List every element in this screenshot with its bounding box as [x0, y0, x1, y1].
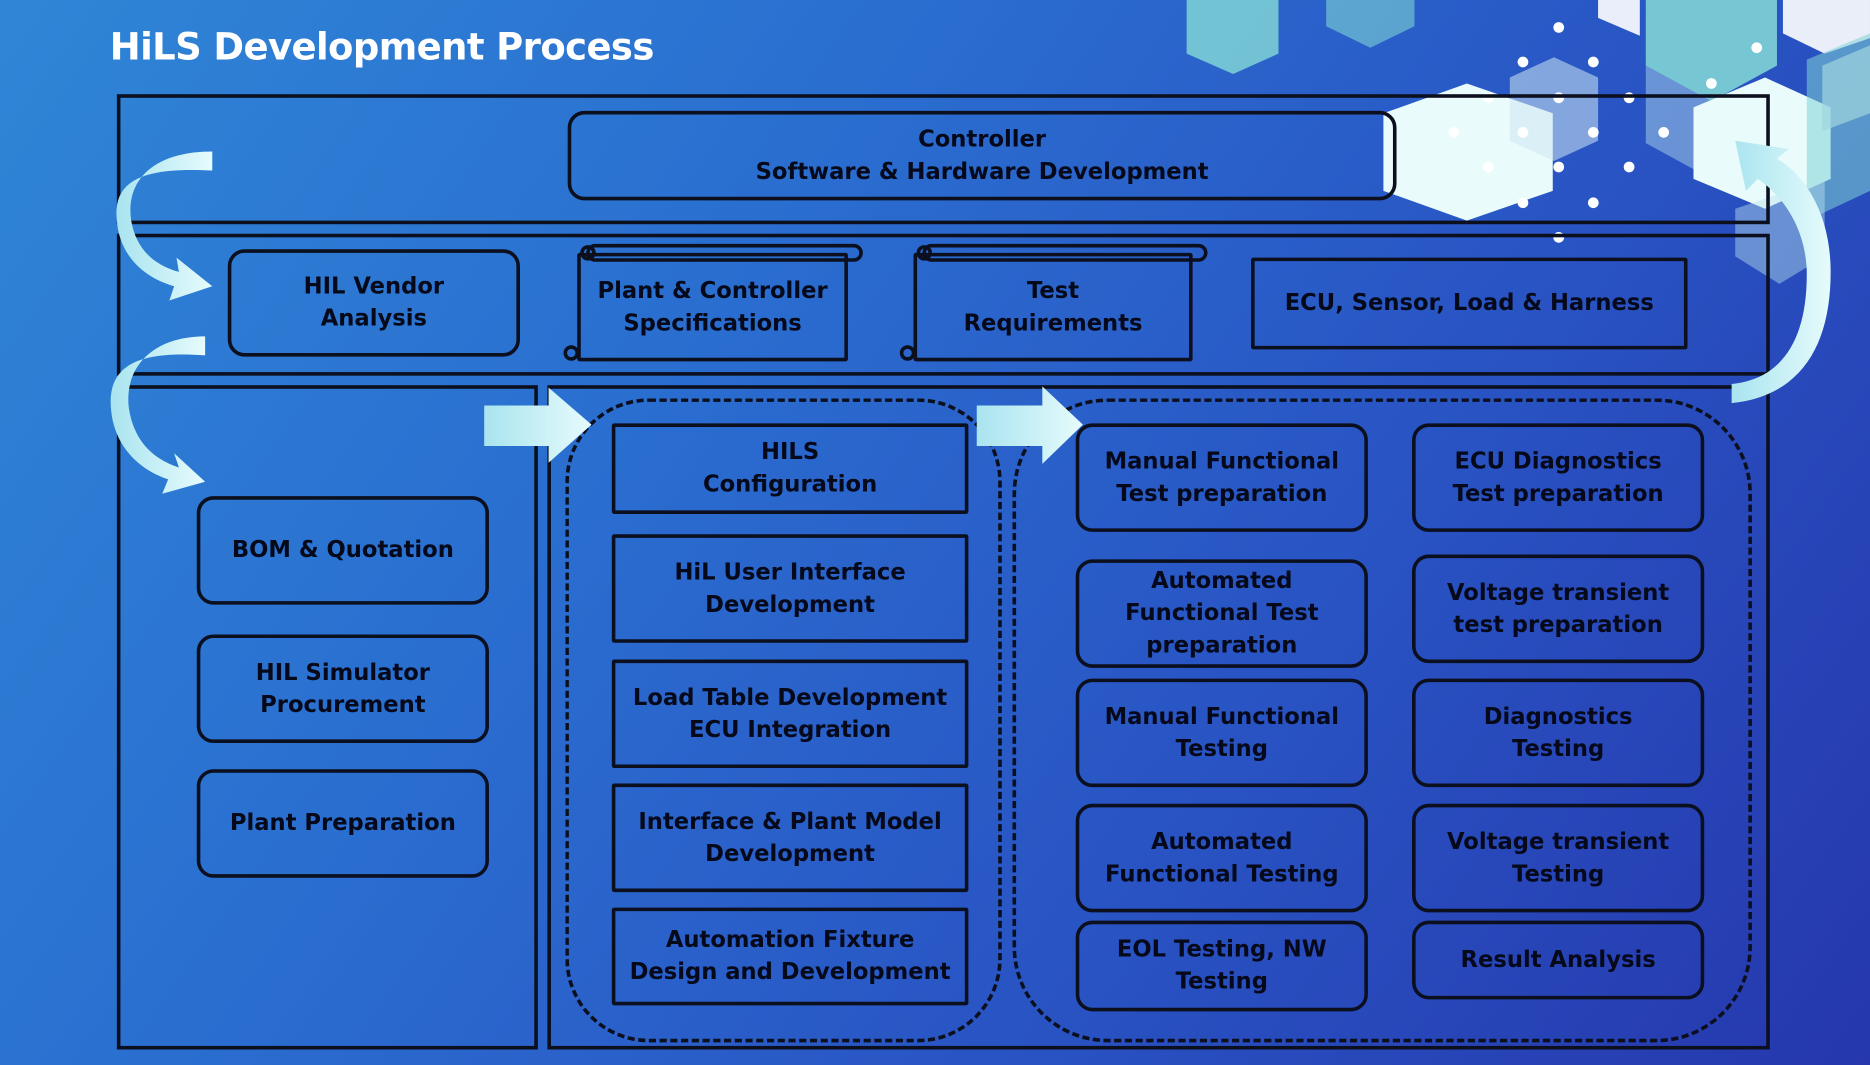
- manual-functional-test-preparation-box: Manual Functional Test preparation: [1075, 423, 1368, 532]
- automated-functional-testing-box: Automated Functional Testing: [1075, 803, 1368, 913]
- testing-dashed-group: [1012, 398, 1752, 1043]
- result-analysis-box: Result Analysis: [1412, 920, 1705, 1000]
- development-dashed-group: [565, 398, 1002, 1043]
- voltage-transient-test-preparation-box: Voltage transient test preparation: [1412, 554, 1705, 664]
- load-table-ecu-integration-box: Load Table Development ECU Integration: [611, 659, 969, 769]
- hil-vendor-analysis-box: HIL Vendor Analysis: [227, 249, 520, 357]
- plant-controller-specifications-box: Plant & Controller Specifications: [577, 252, 848, 362]
- bom-quotation-box: BOM & Quotation: [196, 496, 489, 605]
- interface-plant-model-development-box: Interface & Plant Model Development: [611, 783, 969, 893]
- hil-user-interface-development-box: HiL User Interface Development: [611, 534, 969, 643]
- procurement-frame: [116, 385, 538, 1050]
- controller-development-box: Controller Software & Hardware Developme…: [567, 110, 1397, 201]
- ecu-diagnostics-test-preparation-box: ECU Diagnostics Test preparation: [1412, 423, 1705, 532]
- diagnostics-testing-box: Diagnostics Testing: [1412, 678, 1705, 788]
- execution-frame: [547, 385, 1770, 1050]
- ecu-sensor-load-harness-box: ECU, Sensor, Load & Harness: [1251, 257, 1688, 350]
- plant-preparation-box: Plant Preparation: [196, 769, 489, 878]
- page-title: HiLS Development Process: [109, 26, 655, 70]
- eol-nw-testing-box: EOL Testing, NW Testing: [1075, 920, 1368, 1012]
- voltage-transient-testing-box: Voltage transient Testing: [1412, 803, 1705, 913]
- hil-simulator-procurement-box: HIL Simulator Procurement: [196, 634, 489, 743]
- hils-configuration-box: HILS Configuration: [611, 423, 969, 515]
- manual-functional-testing-box: Manual Functional Testing: [1075, 678, 1368, 788]
- automated-functional-test-preparation-box: Automated Functional Test preparation: [1075, 559, 1368, 668]
- automation-fixture-design-box: Automation Fixture Design and Developmen…: [611, 907, 969, 1006]
- test-requirements-box: Test Requirements: [913, 252, 1193, 362]
